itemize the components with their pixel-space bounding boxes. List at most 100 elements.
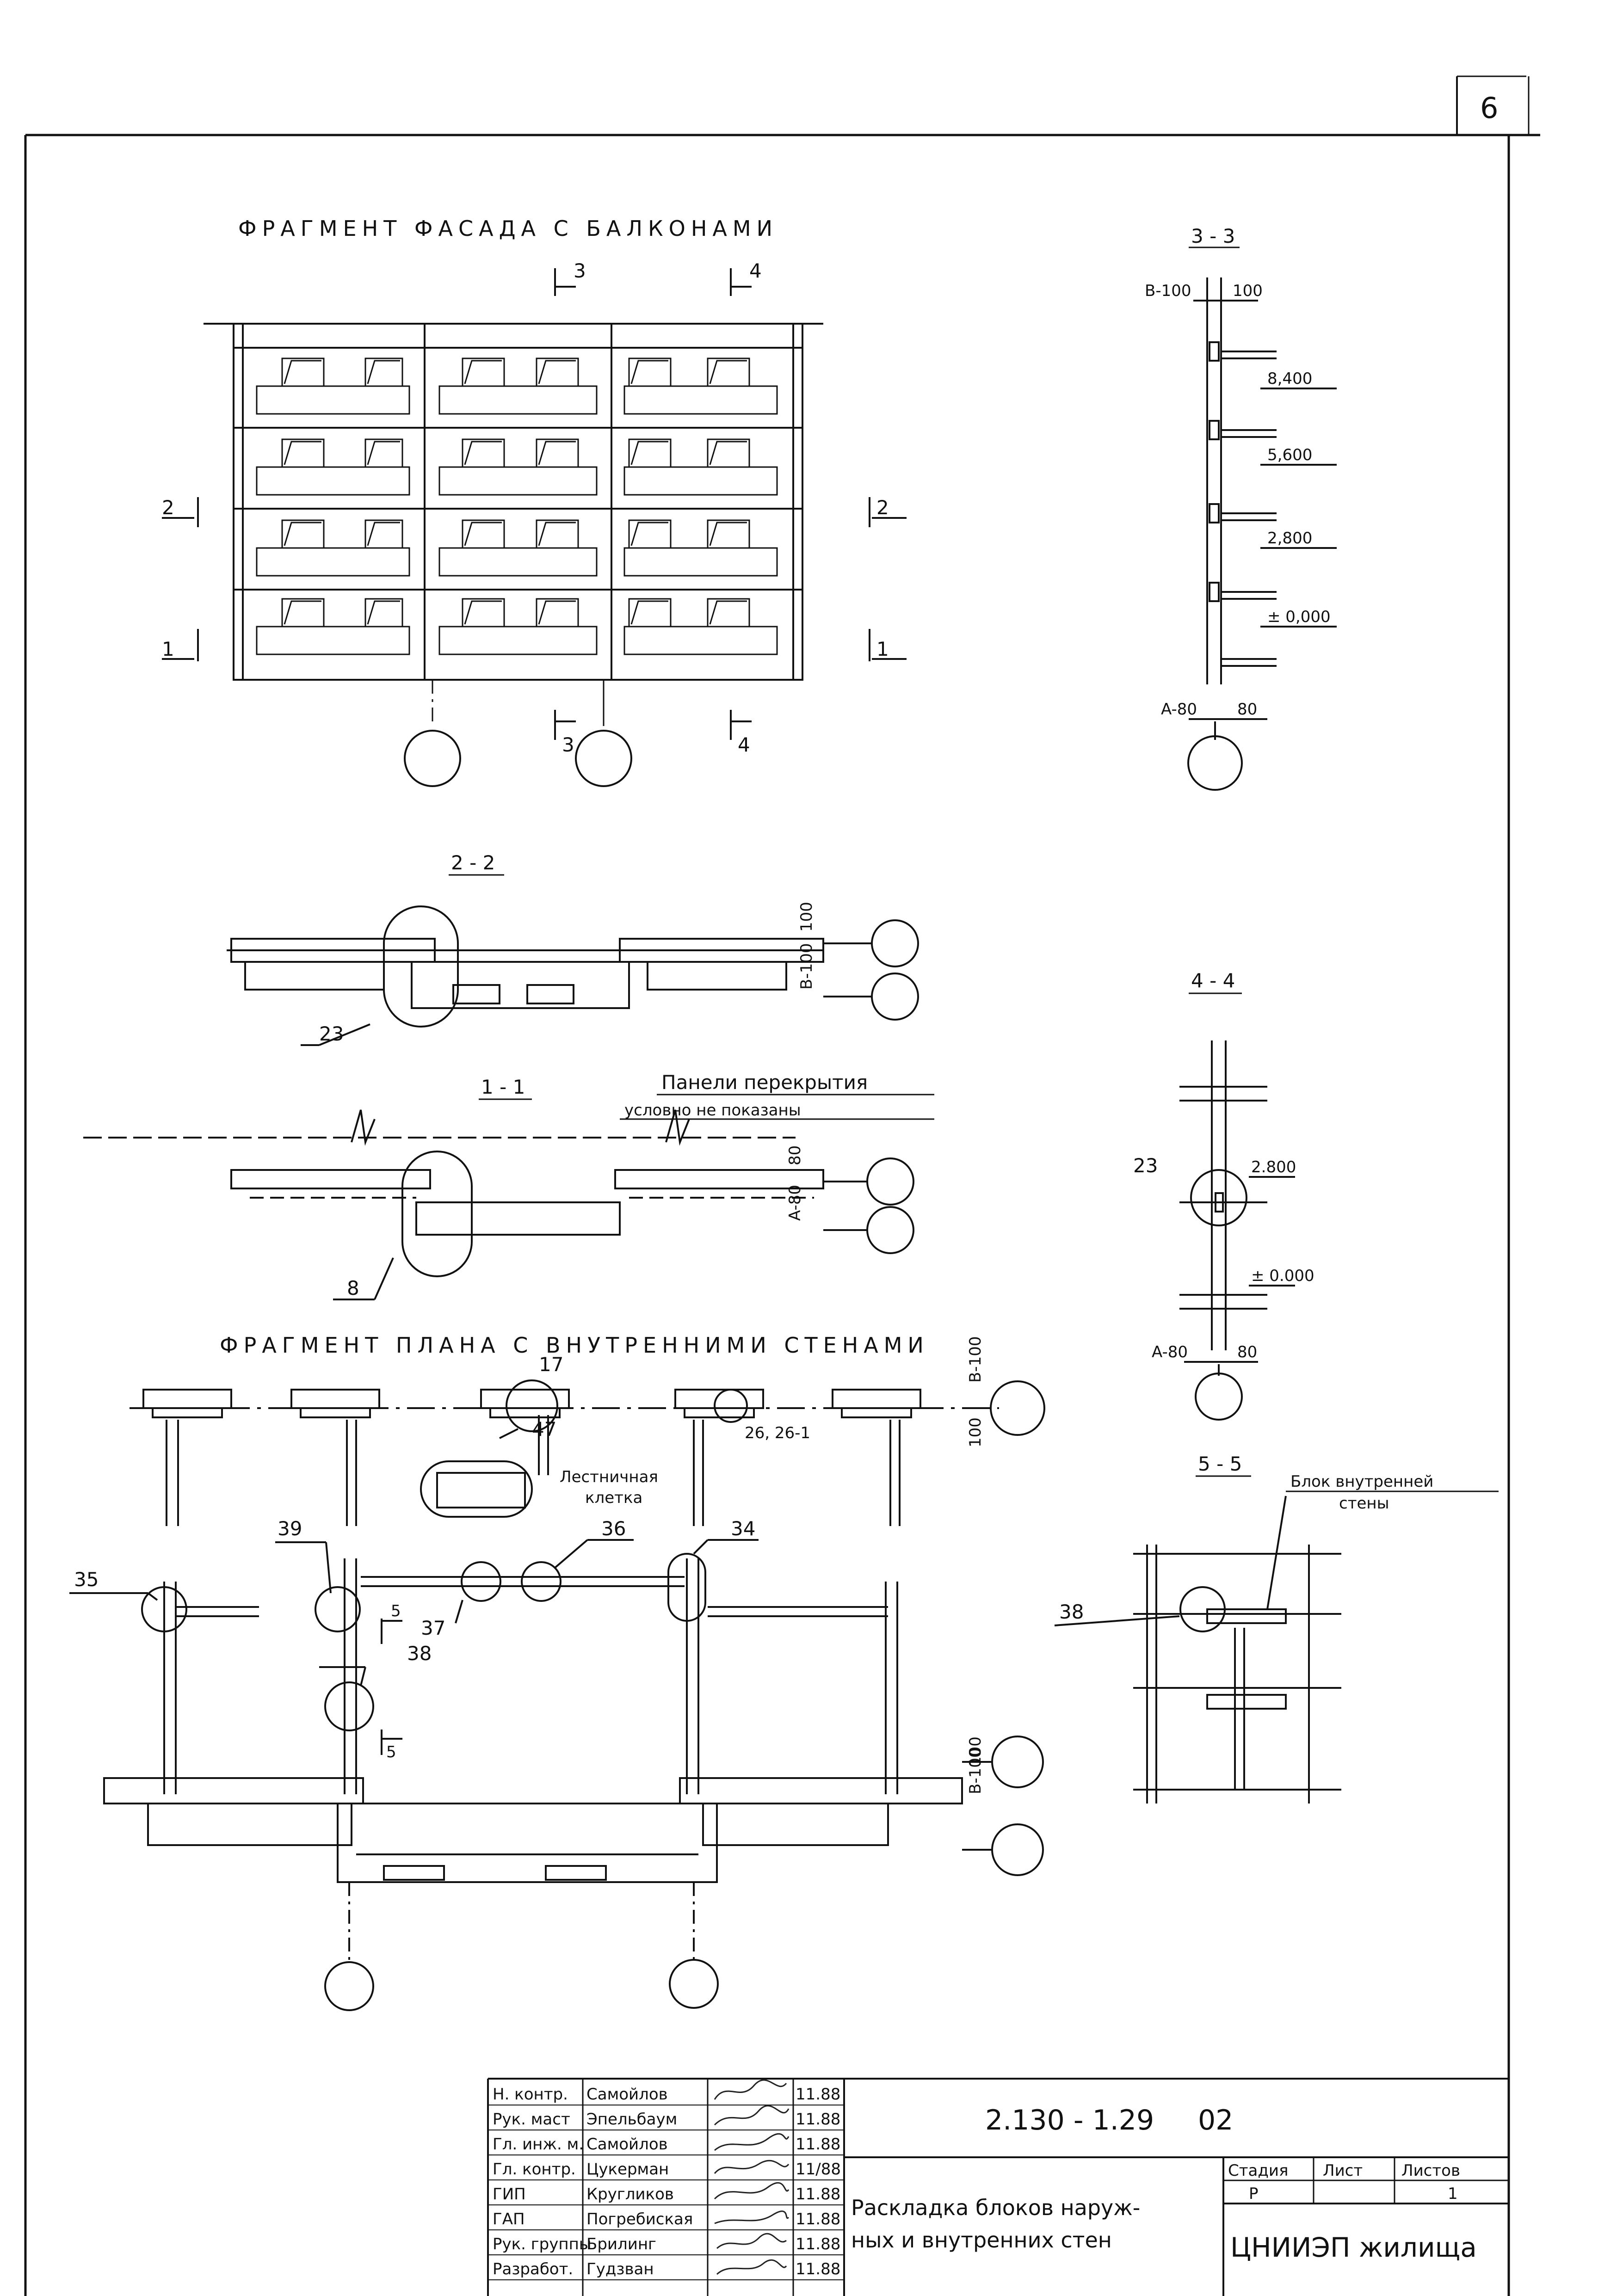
- section-2-2: 2 - 2 100 B-100 23: [227, 851, 919, 1046]
- section-5-5: 5 - 5 Блок внутренней стены 38: [1054, 1453, 1499, 1804]
- cut-marker-2: 2: [162, 496, 174, 519]
- facade-view: ФРАГМЕНТ ФАСАДА С БАЛКОНАМИ: [162, 216, 907, 787]
- axis-bubble: [575, 730, 632, 787]
- stage-value: Р: [1249, 2185, 1259, 2203]
- tb-date: 11.88: [796, 2110, 840, 2129]
- dim-label: B-100: [966, 1748, 985, 1795]
- dim-label: A-80: [1161, 700, 1197, 719]
- tb-date: 11.88: [796, 2210, 840, 2228]
- plan-view: ФРАГМЕНТ ПЛАНА С ВНУТРЕННИМИ СТЕНАМИ: [69, 1333, 1045, 2011]
- tb-role: ГАП: [493, 2210, 525, 2228]
- drawing-title-line1: Раскладка блоков наруж-: [851, 2195, 1140, 2220]
- node-callout-35: [141, 1586, 187, 1632]
- level-mark: 2,800: [1267, 529, 1312, 548]
- level-mark: 8,400: [1267, 369, 1312, 388]
- signature-scribbles: [714, 2079, 790, 2275]
- sheet-frame: [24, 75, 1540, 2296]
- level-mark: ± 0,000: [1267, 608, 1331, 626]
- stair-label-line1: Лестничная: [560, 1468, 658, 1486]
- section-1-1-title: 1 - 1: [481, 1076, 525, 1098]
- node-callout-8: [401, 1151, 473, 1277]
- sheets-value: 1: [1448, 2185, 1458, 2203]
- tb-name: Самойлов: [586, 2085, 668, 2104]
- node-callout-36: [521, 1561, 562, 1602]
- tb-role: Гл. контр.: [493, 2160, 576, 2179]
- node-label-47: 47: [532, 1418, 556, 1440]
- node-callout-23: [1190, 1169, 1247, 1226]
- node-label-39: 39: [278, 1517, 302, 1540]
- sheets-header: Листов: [1401, 2161, 1460, 2180]
- section-4-4: 4 - 4 23 2.800 ± 0.000 A-80 80: [1133, 969, 1314, 1421]
- tb-date: 11/88: [796, 2160, 841, 2179]
- drawing-issue: 02: [1198, 2104, 1233, 2136]
- tb-role: Н. контр.: [493, 2085, 568, 2104]
- note-line-1: Панели перекрытия: [661, 1071, 868, 1094]
- dim-label: B-100: [966, 1336, 985, 1383]
- node-label-38: 38: [407, 1642, 432, 1665]
- node-callout-34: [667, 1553, 706, 1622]
- node-callout-47: [420, 1460, 533, 1518]
- node-callout-23: [383, 905, 459, 1028]
- node-callout-17: [506, 1379, 558, 1432]
- cut-marker-1: 1: [162, 638, 174, 660]
- stair-label-line2: клетка: [585, 1489, 642, 1507]
- node-label-8: 8: [347, 1277, 359, 1299]
- tb-name: Кругликов: [586, 2185, 674, 2204]
- node-callout-39: [315, 1586, 361, 1632]
- cut-marker-5: 5: [386, 1743, 396, 1761]
- dim-label: A-80: [1152, 1343, 1188, 1361]
- node-label-26: 26, 26-1: [745, 1424, 810, 1442]
- dim-label: 100: [966, 1736, 985, 1767]
- sheet-number: 6: [1480, 91, 1498, 125]
- dim-label: 80: [786, 1145, 804, 1165]
- cut-marker-4: 4: [738, 733, 750, 756]
- section-5-5-title: 5 - 5: [1198, 1453, 1242, 1475]
- dim-label: 100: [966, 1417, 985, 1447]
- node-label-23: 23: [319, 1022, 344, 1045]
- cut-marker-1: 1: [876, 638, 889, 660]
- tb-role: Гл. инж. м.: [493, 2135, 584, 2154]
- level-mark: ± 0.000: [1251, 1267, 1314, 1285]
- tb-name: Самойлов: [586, 2135, 668, 2154]
- section-4-4-title: 4 - 4: [1191, 969, 1235, 992]
- dim-label: A-80: [786, 1185, 804, 1221]
- tb-name: Погребиская: [586, 2210, 693, 2228]
- section-3-3-title: 3 - 3: [1191, 225, 1235, 247]
- node-label-23: 23: [1133, 1154, 1158, 1177]
- tb-date: 11.88: [796, 2135, 840, 2154]
- node-callout-38: [1179, 1586, 1226, 1632]
- tb-name: Брилинг: [586, 2235, 656, 2253]
- node-label-35: 35: [74, 1568, 99, 1591]
- dim-label: 80: [1237, 700, 1257, 719]
- level-mark: 2.800: [1251, 1158, 1296, 1176]
- node-label-17: 17: [539, 1353, 563, 1376]
- dim-label: 100: [797, 902, 816, 932]
- note-line-2: условно не показаны: [624, 1101, 801, 1120]
- cut-marker-3: 3: [562, 733, 574, 756]
- tb-date: 11.88: [796, 2185, 840, 2204]
- dim-label: 100: [1233, 282, 1263, 300]
- axis-bubble: [404, 730, 461, 787]
- node-label-36: 36: [601, 1517, 626, 1540]
- sheet-header: Лист: [1323, 2161, 1363, 2180]
- note-line-1: Блок внутренней: [1290, 1472, 1433, 1491]
- node-label-34: 34: [731, 1517, 755, 1540]
- node-callout-37: [461, 1561, 501, 1602]
- facade-title: ФРАГМЕНТ ФАСАДА С БАЛКОНАМИ: [238, 216, 778, 241]
- title-block: Н. контр. Самойлов 11.88 Рук. маст Эпель…: [487, 2078, 1509, 2296]
- plan-title: ФРАГМЕНТ ПЛАНА С ВНУТРЕННИМИ СТЕНАМИ: [220, 1333, 929, 1358]
- drawing-title-line2: ных и внутренних стен: [851, 2228, 1112, 2253]
- section-2-2-title: 2 - 2: [451, 851, 495, 874]
- section-3-3: 3 - 3 B-100 100 8,400 5,600 2,800 ± 0,00…: [1145, 225, 1337, 791]
- tb-role: Рук. группы: [493, 2235, 592, 2253]
- tb-role: Рук. маст: [493, 2110, 570, 2129]
- node-label-38: 38: [1059, 1600, 1084, 1623]
- section-1-1: 1 - 1 Панели перекрытия условно не показ…: [83, 1071, 934, 1300]
- stage-header: Стадия: [1228, 2161, 1288, 2180]
- dim-label: B-100: [1145, 282, 1191, 300]
- cut-marker-3: 3: [574, 259, 586, 282]
- dim-label: 80: [1237, 1343, 1257, 1361]
- tb-date: 11.88: [796, 2235, 840, 2253]
- note-line-2: стены: [1339, 1494, 1389, 1513]
